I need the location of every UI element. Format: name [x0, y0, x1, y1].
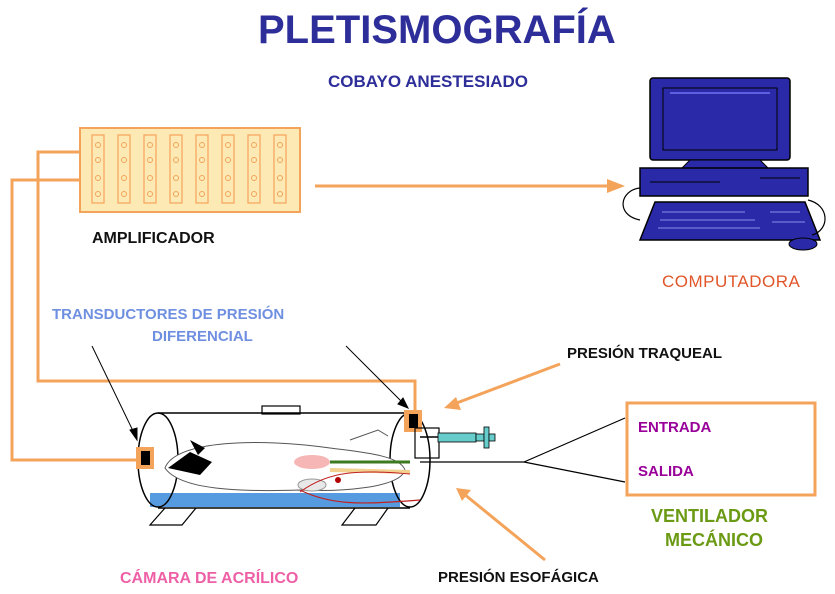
ventilator-outlet-label: SALIDA	[638, 463, 694, 480]
computer-icon	[622, 77, 826, 251]
ventilator-label-line1: VENTILADOR	[651, 506, 768, 526]
page-title: PLETISMOGRAFÍA	[258, 8, 616, 52]
esophageal-pressure-label: PRESIÓN ESOFÁGICA	[438, 569, 599, 586]
syringe-icon	[414, 426, 496, 459]
ventilator-box	[625, 401, 817, 497]
transducer-pointers	[91, 345, 410, 442]
transducer-icon	[136, 410, 422, 469]
tracheal-pressure-label: PRESIÓN TRAQUEAL	[567, 345, 723, 362]
page-subtitle: COBAYO ANESTESIADO	[328, 72, 528, 91]
transducer-label-line2: DIFERENCIAL	[152, 328, 253, 345]
chamber-label: CÁMARA DE ACRÍLICO	[120, 570, 299, 587]
guinea-pig-icon	[164, 429, 421, 504]
transducer-label-line1: TRANSDUCTORES DE PRESIÓN	[52, 306, 285, 323]
pressure-arrows	[444, 362, 561, 562]
signal-wires	[10, 150, 417, 462]
amplifier-label: AMPLIFICADOR	[92, 230, 215, 247]
ventilator-tubing	[420, 417, 626, 483]
ventilator-inlet-label: ENTRADA	[638, 419, 712, 436]
computer-label: COMPUTADORA	[662, 272, 801, 291]
data-arrow	[315, 179, 625, 193]
ventilator-label-line2: MECÁNICO	[665, 530, 763, 550]
amplifier-icon	[79, 127, 301, 213]
